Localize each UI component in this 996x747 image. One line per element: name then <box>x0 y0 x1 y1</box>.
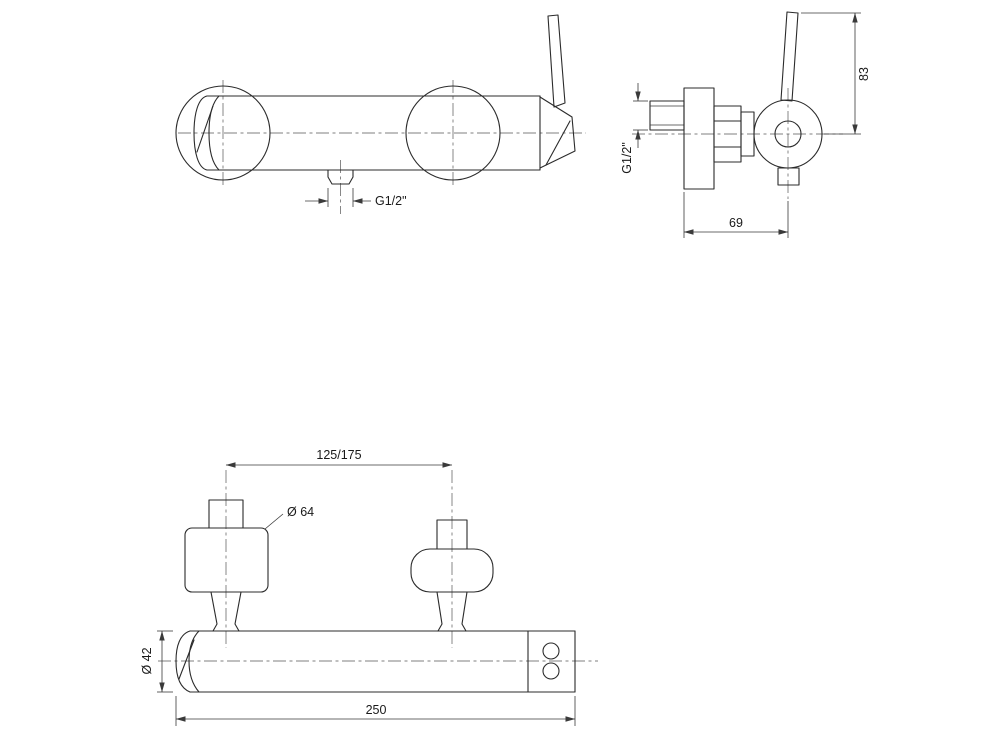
side-wall-plate <box>683 87 715 190</box>
dim-depth-label: 69 <box>729 216 743 230</box>
dim-handle-height-label: 83 <box>857 67 871 81</box>
dim-body-diameter-label: Ø 42 <box>140 647 154 674</box>
front-handle-collar <box>539 96 576 169</box>
bottom-view: 125/175 Ø 64 <box>140 448 598 726</box>
front-body-dome-highlight <box>196 105 214 153</box>
front-view: G1/2" <box>175 14 586 214</box>
side-body-inner-circle <box>774 120 802 148</box>
dim-overall-length: 250 <box>175 696 576 726</box>
dim-inlet-thread-label: G1/2" <box>620 142 634 174</box>
front-body-left-dome <box>193 95 208 171</box>
bottom-right-escutcheon <box>410 548 494 593</box>
dim-mount-centers: 125/175 <box>225 448 453 468</box>
dim-overall-length-label: 250 <box>366 703 387 717</box>
dim-outlet-thread-label: G1/2" <box>375 194 407 208</box>
bottom-body-left-dome <box>175 630 191 693</box>
side-outlet <box>777 167 800 186</box>
dim-handle-height: 83 <box>801 12 871 135</box>
front-outlet-spout <box>327 169 354 185</box>
side-handle-lever <box>780 11 799 102</box>
front-body-left-dome-inner <box>208 95 220 171</box>
bottom-left-neck <box>210 591 242 632</box>
front-body-outline <box>206 95 541 171</box>
front-handle-collar-edge <box>545 120 571 166</box>
label-escutcheon-diameter: Ø 64 <box>264 505 314 530</box>
bottom-left-escutcheon <box>184 527 269 593</box>
side-inlet-pipe <box>649 100 685 131</box>
front-left-escutcheon-circle <box>175 85 271 181</box>
bottom-right-neck <box>436 591 468 632</box>
bottom-body-outline <box>189 630 576 693</box>
bottom-indicator-dot-top <box>542 642 560 660</box>
front-handle-lever <box>547 14 566 108</box>
bottom-body-left-dome-inner <box>188 630 200 693</box>
side-view: 83 G1/2" 69 <box>620 11 871 238</box>
dim-inlet-thread: G1/2" <box>620 83 648 174</box>
dim-depth: 69 <box>683 192 789 238</box>
dim-mount-centers-label: 125/175 <box>316 448 361 462</box>
dim-outlet-thread: G1/2" <box>305 188 407 208</box>
bottom-body-dome-highlight <box>178 639 195 680</box>
front-right-escutcheon-circle <box>405 85 501 181</box>
dim-body-diameter: Ø 42 <box>140 630 173 693</box>
bottom-indicator-dot-bottom <box>542 662 560 680</box>
dim-escutcheon-diameter-label: Ø 64 <box>287 505 314 519</box>
